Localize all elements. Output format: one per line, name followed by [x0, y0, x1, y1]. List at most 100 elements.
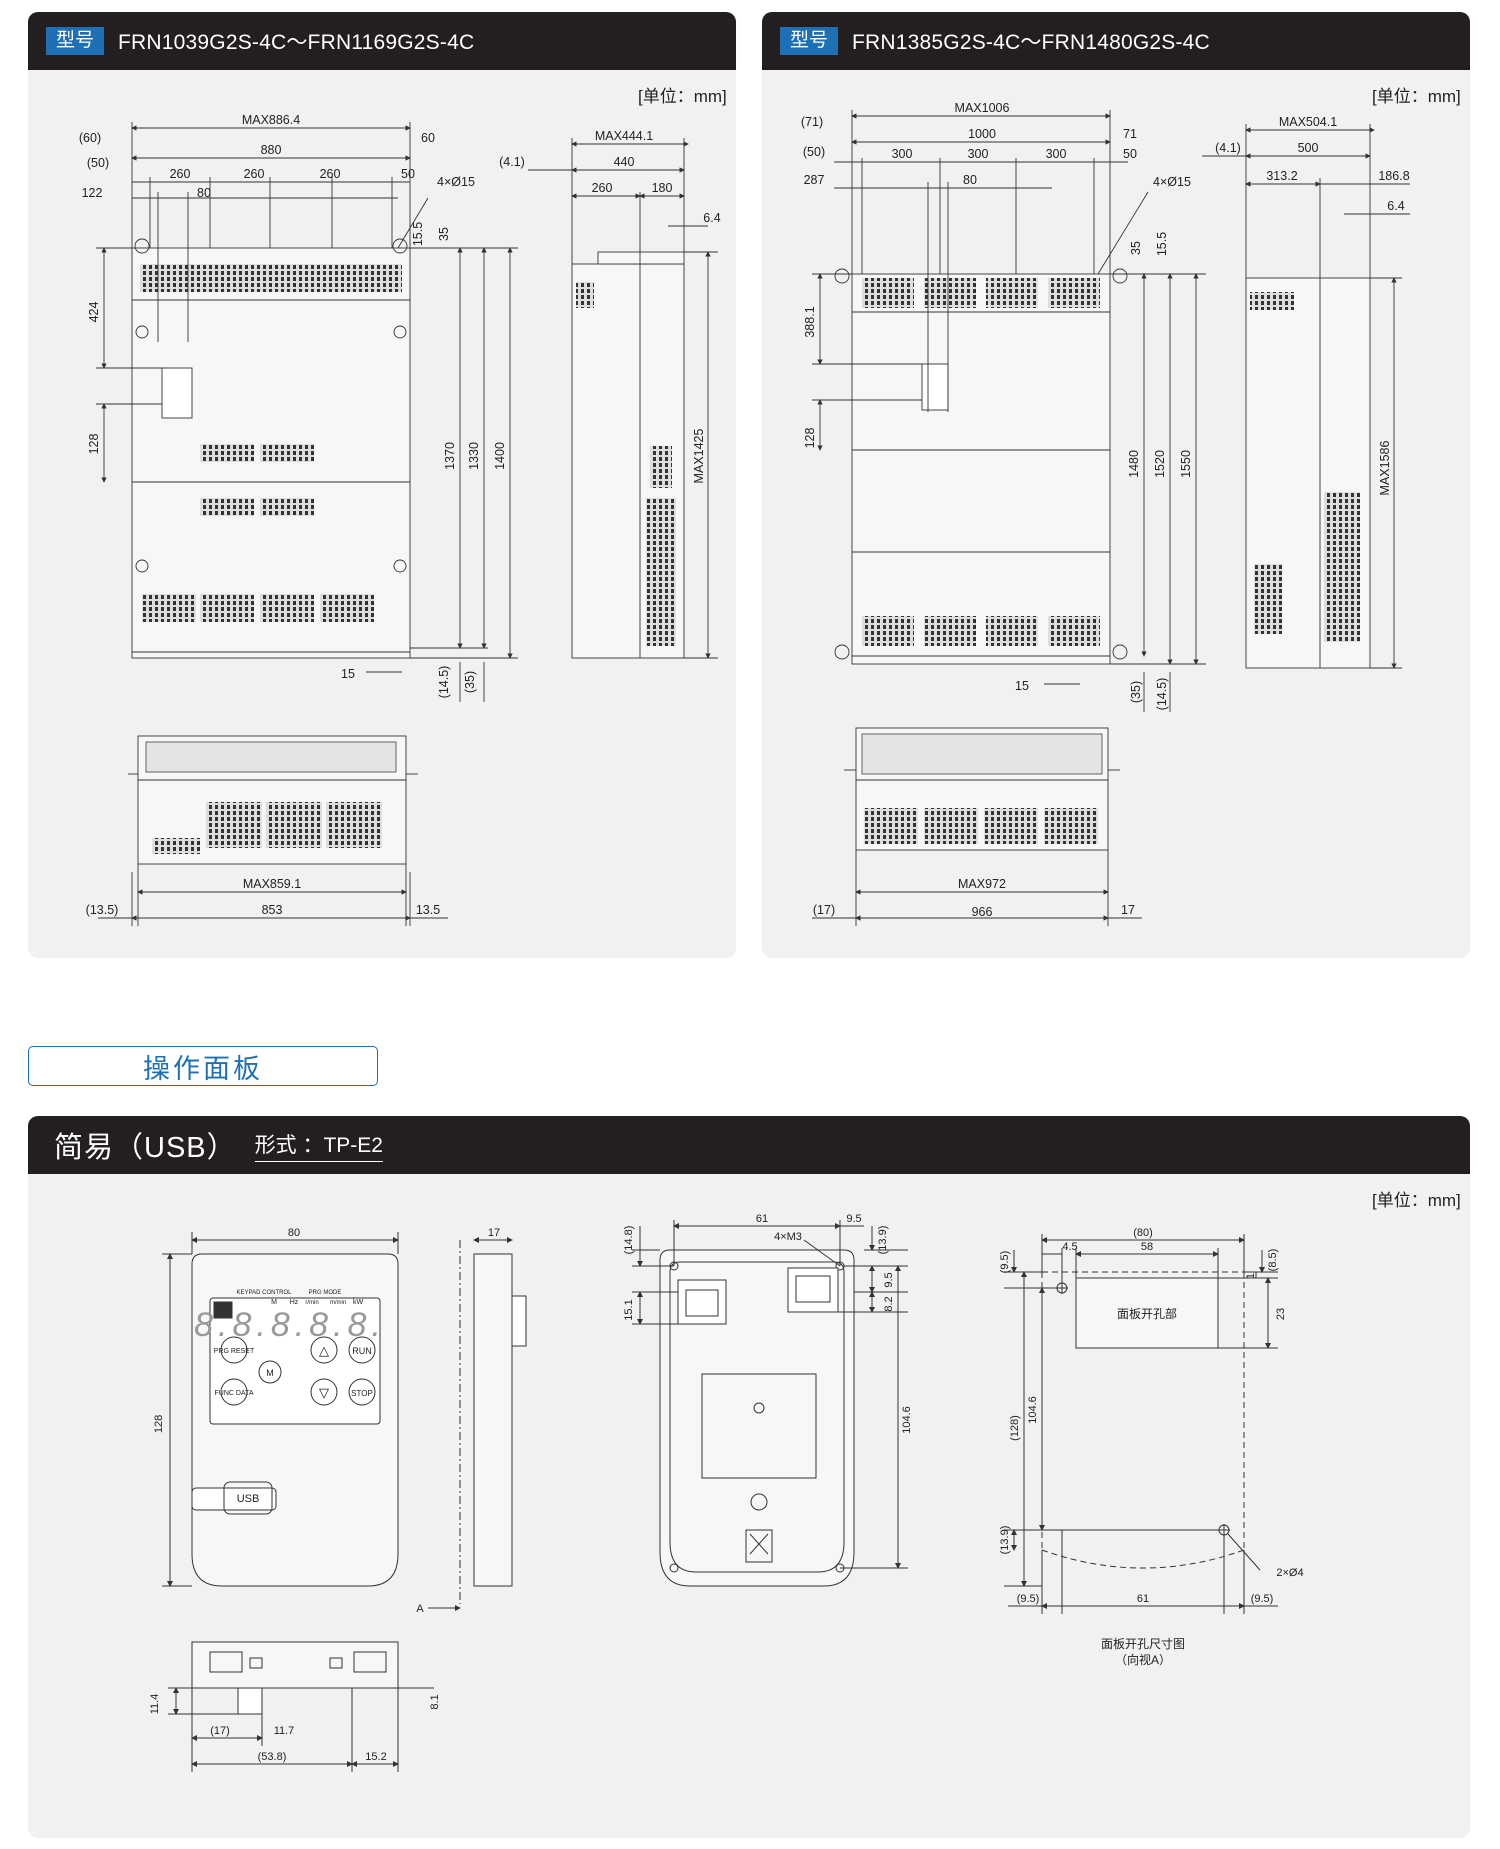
dim-label: (9.5): [1251, 1593, 1274, 1605]
dim-label: (14.5): [1155, 678, 1169, 711]
func-data-button[interactable]: [220, 1378, 248, 1406]
keypad-bottom: [191, 1641, 399, 1689]
dim-label: 260: [592, 181, 613, 195]
dim-label: 50: [401, 167, 415, 181]
dim-label: 440: [614, 155, 635, 169]
keypad-outline-small: [921, 363, 949, 411]
section-label: 操作面板: [28, 1046, 378, 1086]
dim-label: (60): [79, 131, 101, 145]
m-button[interactable]: [258, 1360, 282, 1384]
dim-label: 6.4: [1387, 199, 1404, 213]
dim-label: MAX1586: [1378, 441, 1392, 496]
dim-label: (71): [801, 115, 823, 129]
dim-label: 9.5: [846, 1213, 861, 1225]
panel-keypad-header: 简易（USB） 形式 ：TP-E2: [28, 1116, 1470, 1174]
dim-label: 15.5: [411, 222, 425, 246]
dim-label: (9.5): [1017, 1593, 1040, 1605]
panel-right: 型号 FRN1385G2S-4C～FRN1480G2S-4C [单位：mm]: [762, 12, 1470, 958]
dim-label: 128: [87, 434, 101, 455]
dim-label: 4×Ø15: [1153, 175, 1191, 189]
dim-label: MAX859.1: [243, 877, 301, 891]
keypad-title: 简易（USB）: [54, 1132, 237, 1164]
stop-label: STOP: [351, 1389, 373, 1398]
down-button[interactable]: [310, 1378, 338, 1406]
dim-label: (35): [1129, 681, 1143, 703]
mmin-label: m/min: [330, 1300, 346, 1306]
dim-label: 287: [804, 173, 825, 187]
view-arrow-label: A: [416, 1603, 424, 1615]
dim-label: 15: [341, 667, 355, 681]
dim-label: 35: [437, 227, 451, 241]
keypad-side: [473, 1253, 513, 1587]
dim-label: (53.8): [258, 1751, 287, 1763]
run-button[interactable]: [348, 1336, 376, 1364]
up-button[interactable]: [310, 1336, 338, 1364]
usb-cover: [191, 1487, 277, 1511]
dim-label: 8.1: [429, 1694, 441, 1709]
dim-label: 61: [756, 1213, 768, 1225]
dim-label: MAX504.1: [1279, 115, 1337, 129]
dim-label: 128: [803, 428, 817, 449]
dim-label: 260: [320, 167, 341, 181]
keypad-outline-small: [161, 367, 193, 419]
unit-label: [单位：mm]: [1372, 1191, 1461, 1210]
dim-label: 15.1: [623, 1299, 635, 1320]
dim-label: MAX886.4: [242, 113, 300, 127]
dim-label: 1480: [1127, 450, 1141, 478]
prg-reset-button[interactable]: [220, 1336, 248, 1364]
dim-label: 6.4: [703, 211, 720, 225]
dim-label: 260: [244, 167, 265, 181]
dim-label: 1550: [1179, 450, 1193, 478]
dim-label: 1370: [443, 442, 457, 470]
panel-left: 型号 FRN1039G2S-4C～FRN1169G2S-4C [单位：mm]: [28, 12, 736, 958]
dim-label: (14.8): [623, 1226, 635, 1255]
kw-indicator-label: kW: [353, 1299, 364, 1306]
model-title: FRN1039G2S-4C～FRN1169G2S-4C: [118, 31, 475, 54]
dim-label: 4×Ø15: [437, 175, 475, 189]
dim-label: 424: [87, 302, 101, 323]
dim-label: 11.7: [274, 1725, 295, 1737]
dim-label: 15.2: [365, 1751, 386, 1763]
dim-label: 186.8: [1378, 169, 1409, 183]
down-label: ▽: [319, 1385, 329, 1400]
dim-label: (9.5): [999, 1251, 1011, 1274]
cutout-caption-view: （向视A）: [1115, 1652, 1171, 1667]
rmin-label: r/min: [305, 1300, 318, 1306]
cutout-label: 面板开孔部: [1117, 1306, 1177, 1321]
drawing-keypad: KEYPAD CONTROL M Hz PRG MODE r/min m/min…: [149, 1213, 1304, 1772]
dim-label: 388.1: [803, 306, 817, 337]
dim-label: 80: [963, 173, 977, 187]
dim-label: (35): [463, 671, 477, 693]
ground-icon: [750, 1493, 768, 1511]
dim-label: (17): [210, 1725, 230, 1737]
drawing-right: MAX1006 (71) 1000 71 (50) 300 300 300 50…: [801, 101, 1410, 926]
seven-seg-display: 8.8.8.8.8.: [194, 1306, 386, 1344]
dim-label: 300: [1046, 147, 1067, 161]
rj45-port-left: [677, 1279, 727, 1325]
dim-label: 128: [153, 1415, 165, 1433]
dim-label: MAX1006: [955, 101, 1010, 115]
dim-label: (13.9): [999, 1526, 1011, 1555]
dim-label: 58: [1141, 1241, 1153, 1253]
dim-label: 853: [262, 903, 283, 917]
dim-label: 1000: [968, 127, 996, 141]
dim-label: (13.9): [877, 1226, 889, 1255]
dim-label: (50): [87, 156, 109, 170]
dim-label: 50: [1123, 147, 1137, 161]
panel-right-header: 型号 FRN1385G2S-4C～FRN1480G2S-4C: [762, 12, 1470, 70]
stop-button[interactable]: [348, 1378, 376, 1406]
dim-label: 313.2: [1266, 169, 1297, 183]
model-tag: 型号: [46, 27, 105, 55]
unit-label: [单位：mm]: [1372, 87, 1461, 106]
dim-label: 71: [1123, 127, 1137, 141]
model-title: FRN1385G2S-4C～FRN1480G2S-4C: [852, 31, 1210, 54]
dim-label: 61: [1137, 1593, 1149, 1605]
dim-label: (4.1): [499, 155, 525, 169]
dim-label: 23: [1275, 1308, 1287, 1320]
dim-label: 300: [968, 147, 989, 161]
hz-indicator-label: Hz: [290, 1299, 299, 1306]
keypad-form: 形式 ：TP-E2: [254, 1129, 383, 1162]
dim-label: 300: [892, 147, 913, 161]
dim-label: 1330: [467, 442, 481, 470]
dim-label: 966: [972, 905, 993, 919]
